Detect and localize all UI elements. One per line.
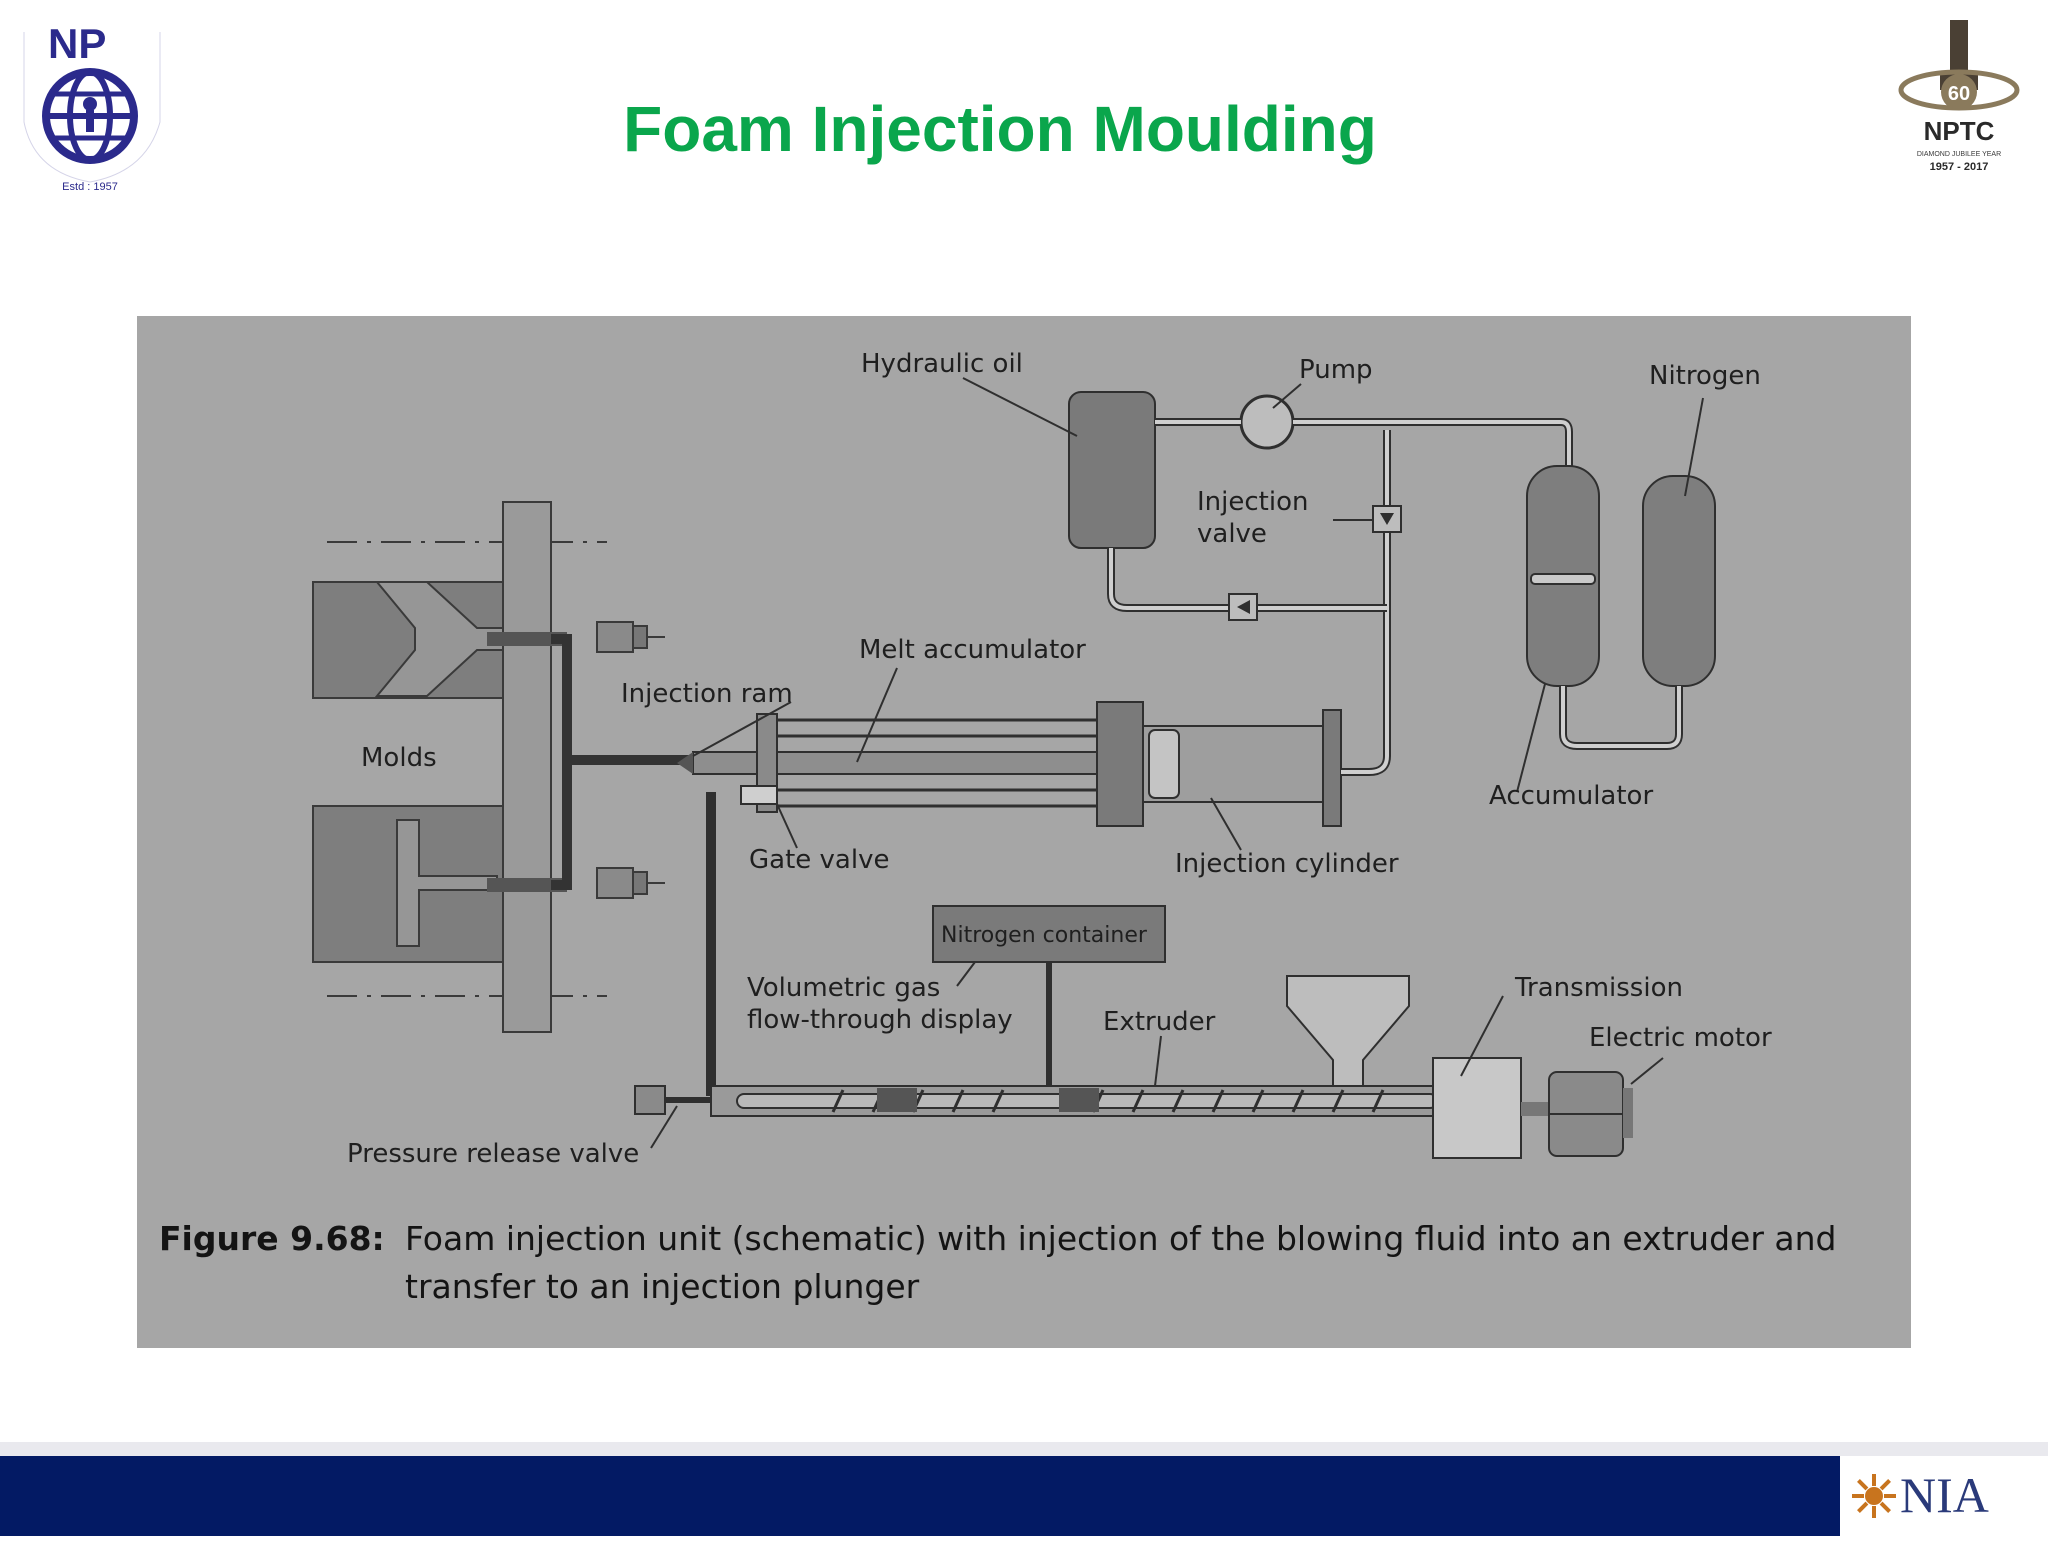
clamp-bolts — [596, 621, 665, 899]
foam-injection-diagram: Hydraulic oil Pump Nitrogen Injection va… — [137, 316, 1911, 1348]
pump — [1239, 394, 1295, 450]
label-injection-cylinder: Injection cylinder — [1175, 849, 1399, 879]
logo-np-text: NP — [48, 20, 106, 67]
figure-caption-line1: Foam injection unit (schematic) with inj… — [405, 1219, 1836, 1258]
hydraulic-oil-tank — [1068, 391, 1156, 549]
label-melt-accumulator: Melt accumulator — [859, 635, 1086, 665]
jubilee-logo: 60 NPTC DIAMOND JUBILEE YEAR 1957 - 2017 — [1884, 14, 2034, 182]
label-volumetric-line2: flow-through display — [747, 1005, 1013, 1035]
label-nitrogen: Nitrogen — [1649, 361, 1761, 391]
pressure-release-valve — [634, 1085, 666, 1115]
label-pump: Pump — [1299, 355, 1373, 385]
label-pressure-release-valve: Pressure release valve — [347, 1139, 639, 1169]
label-nitrogen-container: Nitrogen container — [941, 923, 1148, 948]
label-electric-motor: Electric motor — [1589, 1023, 1772, 1053]
jubilee-nptc-text: NPTC — [1924, 116, 1995, 146]
mold-bottom — [312, 805, 504, 963]
diagram-svg: Hydraulic oil Pump Nitrogen Injection va… — [159, 349, 1836, 1306]
slide-title: Foam Injection Moulding — [623, 93, 1377, 165]
gate-valve — [740, 785, 778, 805]
nia-logo: NIA — [1840, 1456, 2048, 1536]
jubilee-tag-text: DIAMOND JUBILEE YEAR — [1917, 151, 2001, 158]
footer-divider — [0, 1442, 2048, 1456]
injection-cylinder — [1096, 701, 1342, 827]
label-hydraulic-oil: Hydraulic oil — [861, 349, 1023, 379]
label-gate-valve: Gate valve — [749, 845, 889, 875]
label-molds: Molds — [361, 743, 437, 773]
label-accumulator: Accumulator — [1489, 781, 1653, 811]
college-logo: NP Estd : 1957 — [14, 12, 166, 196]
figure-caption-line2: transfer to an injection plunger — [405, 1267, 920, 1306]
label-transmission: Transmission — [1514, 973, 1683, 1003]
footer-bar — [0, 1456, 2048, 1536]
figure-caption-label: Figure 9.68: — [159, 1219, 385, 1258]
label-volumetric-line1: Volumetric gas — [747, 973, 940, 1003]
nia-logo-text: NIA — [1900, 1467, 1989, 1523]
extruder — [706, 792, 1474, 1117]
label-extruder: Extruder — [1103, 1007, 1216, 1037]
jubilee-years-text: 1957 - 2017 — [1930, 161, 1989, 173]
transmission — [1432, 1057, 1522, 1159]
platen — [502, 501, 552, 1033]
hopper — [1286, 975, 1410, 1087]
jubilee-60-text: 60 — [1948, 83, 1970, 105]
logo-estd-text: Estd : 1957 — [62, 181, 118, 193]
label-injection-ram: Injection ram — [621, 679, 793, 709]
label-injection-valve-line2: valve — [1197, 519, 1267, 549]
label-injection-valve-line1: Injection — [1197, 487, 1308, 517]
nitrogen-tank — [1642, 475, 1716, 687]
nitrogen-container — [932, 905, 1166, 963]
